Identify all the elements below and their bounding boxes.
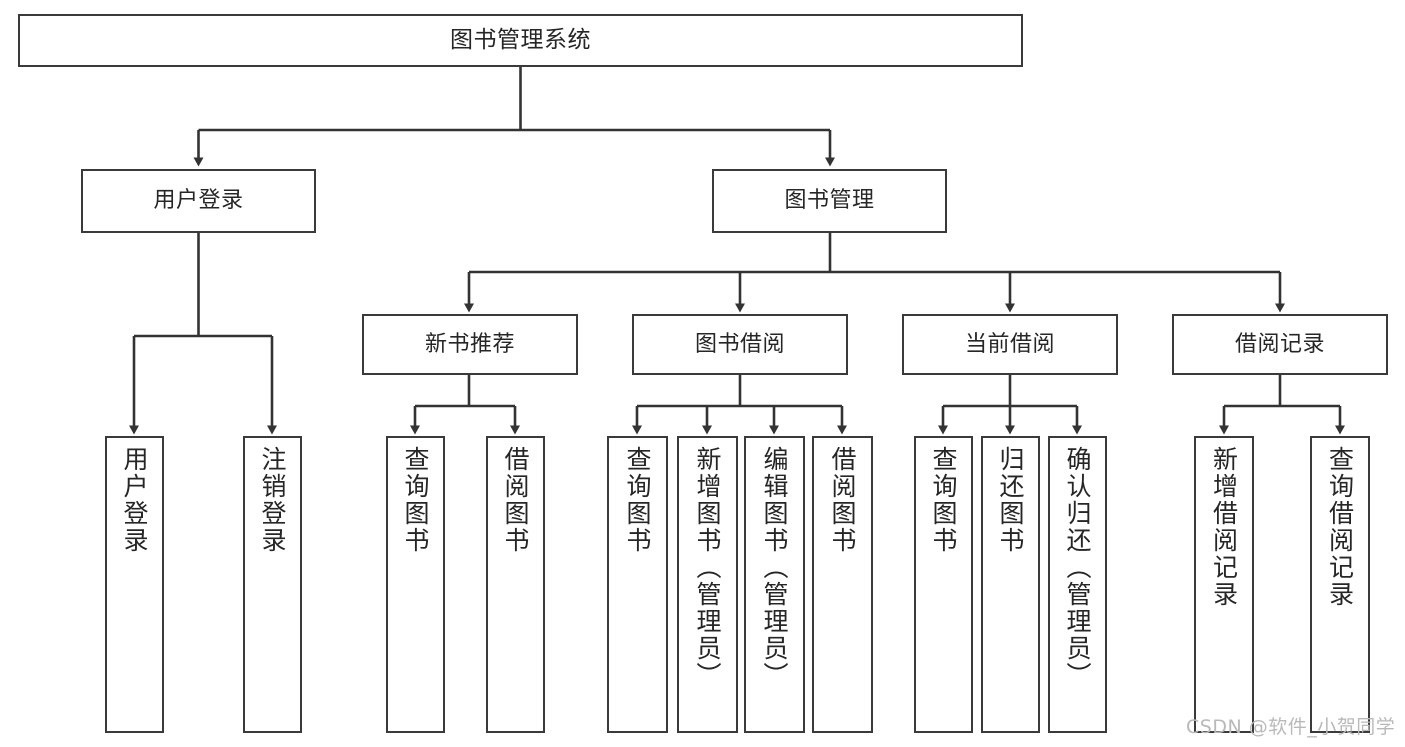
node-leaf-query-book-3[interactable]: 查询图书 — [914, 436, 973, 733]
node-leaf-add-record-label: 新增借阅记录 — [1209, 446, 1239, 608]
node-leaf-add-book[interactable]: 新增图书（管理员） — [677, 436, 738, 733]
csdn-watermark: CSDN @软件_小贺同学 — [1186, 716, 1396, 738]
node-new-book-recommend-label: 新书推荐 — [424, 331, 515, 357]
node-leaf-query-book-3-label: 查询图书 — [929, 446, 958, 554]
node-leaf-user-login[interactable]: 用户登录 — [105, 436, 164, 733]
node-current-borrow[interactable]: 当前借阅 — [902, 314, 1118, 375]
node-leaf-return-book[interactable]: 归还图书 — [981, 436, 1040, 733]
node-leaf-borrow-book-2-label: 借阅图书 — [828, 446, 857, 554]
node-leaf-confirm-return[interactable]: 确认归还（管理员） — [1048, 436, 1107, 733]
node-root-label: 图书管理系统 — [450, 26, 591, 53]
node-user-login[interactable]: 用户登录 — [81, 169, 316, 233]
node-leaf-query-record[interactable]: 查询借阅记录 — [1310, 436, 1370, 733]
node-root[interactable]: 图书管理系统 — [18, 14, 1023, 67]
node-leaf-return-book-label: 归还图书 — [996, 446, 1025, 554]
node-borrow-record-label: 借阅记录 — [1234, 331, 1325, 357]
node-leaf-query-book-2[interactable]: 查询图书 — [607, 436, 668, 733]
node-leaf-query-book-1[interactable]: 查询图书 — [386, 436, 445, 733]
node-leaf-add-record[interactable]: 新增借阅记录 — [1194, 436, 1254, 733]
node-book-borrow-label: 图书借阅 — [694, 331, 785, 357]
node-leaf-logout[interactable]: 注销登录 — [243, 436, 302, 733]
node-book-manage-label: 图书管理 — [784, 188, 875, 214]
node-new-book-recommend[interactable]: 新书推荐 — [362, 314, 578, 375]
node-borrow-record[interactable]: 借阅记录 — [1172, 314, 1388, 375]
node-leaf-add-book-label: 新增图书（管理员） — [693, 446, 722, 689]
node-leaf-query-book-1-label: 查询图书 — [401, 446, 430, 554]
node-leaf-edit-book-label: 编辑图书（管理员） — [760, 446, 789, 689]
node-leaf-borrow-book-1-label: 借阅图书 — [501, 446, 530, 554]
node-leaf-borrow-book-1[interactable]: 借阅图书 — [486, 436, 545, 733]
node-leaf-query-book-2-label: 查询图书 — [623, 446, 652, 554]
node-leaf-user-login-label: 用户登录 — [120, 446, 149, 554]
node-user-login-label: 用户登录 — [153, 188, 244, 214]
node-leaf-borrow-book-2[interactable]: 借阅图书 — [812, 436, 873, 733]
node-leaf-logout-label: 注销登录 — [258, 446, 287, 554]
node-leaf-confirm-return-label: 确认归还（管理员） — [1063, 446, 1092, 689]
node-book-manage[interactable]: 图书管理 — [712, 169, 947, 233]
node-leaf-query-record-label: 查询借阅记录 — [1325, 446, 1355, 608]
node-leaf-edit-book[interactable]: 编辑图书（管理员） — [744, 436, 805, 733]
node-book-borrow[interactable]: 图书借阅 — [632, 314, 848, 375]
node-current-borrow-label: 当前借阅 — [964, 331, 1055, 357]
